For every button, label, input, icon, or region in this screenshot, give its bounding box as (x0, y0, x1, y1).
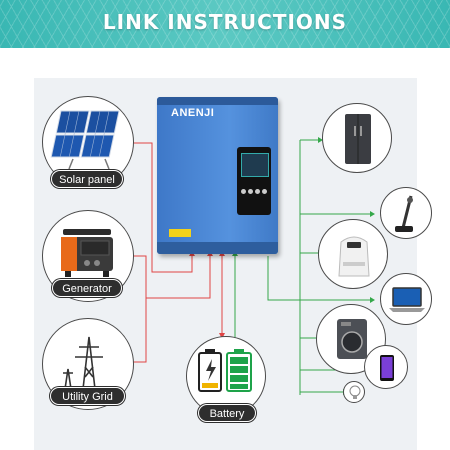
smartphone-icon (380, 355, 394, 381)
solar-wire (128, 142, 193, 273)
output-bus (267, 256, 300, 301)
vacuum-cleaner-icon (395, 195, 413, 232)
caution-sticker (169, 229, 191, 237)
solar-panel-icon (50, 110, 120, 170)
generator-icon (61, 229, 113, 277)
washing-machine-icon (337, 319, 367, 359)
inverter-unit: ANENJI (157, 97, 278, 254)
inverter-display (237, 147, 271, 215)
generator-wire (131, 255, 211, 299)
battery-icon (198, 349, 252, 392)
utility-grid-label: Utility Grid (50, 387, 125, 405)
refrigerator-icon (345, 114, 371, 164)
air-fryer-circle (318, 219, 388, 289)
battery-circle (186, 336, 266, 416)
laptop-circle (380, 273, 432, 325)
laptop-icon (389, 287, 425, 312)
banner-pattern (0, 0, 450, 48)
refrigerator-circle (322, 103, 392, 173)
generator-label: Generator (52, 279, 122, 297)
solar-panel-label: Solar panel (51, 170, 123, 188)
smartphone-circle (364, 345, 408, 389)
battery-label: Battery (198, 404, 256, 422)
grid-wire (132, 298, 147, 363)
page-title: LINK INSTRUCTIONS (102, 10, 348, 34)
header-banner: LINK INSTRUCTIONS (0, 0, 450, 48)
light-bulb-icon (349, 385, 361, 399)
light-bulb-circle (343, 381, 365, 403)
lcd-screen (241, 153, 269, 177)
inverter-brand-logo: ANENJI (171, 107, 215, 119)
vacuum-circle (380, 187, 432, 239)
inverter-buttons (241, 189, 267, 199)
power-tower-icon (63, 336, 103, 390)
air-fryer-icon (338, 236, 370, 277)
